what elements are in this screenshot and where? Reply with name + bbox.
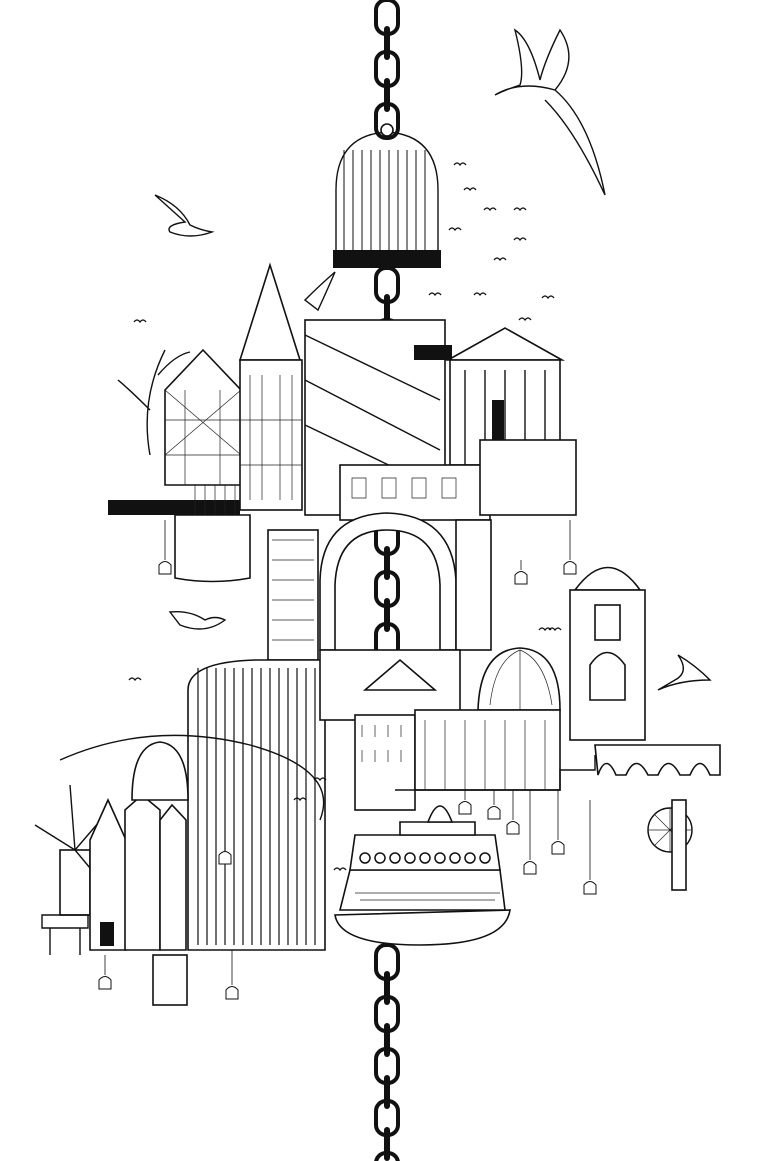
windmill-and-canal-houses xyxy=(34,734,325,1006)
hanging-cages xyxy=(98,520,597,1000)
small-bird xyxy=(428,292,442,297)
middle-buildings xyxy=(187,566,721,951)
small-cage xyxy=(158,561,172,575)
chain-link xyxy=(374,1151,400,1161)
small-cage xyxy=(583,881,597,895)
seagulls xyxy=(128,28,712,872)
small-bird xyxy=(313,777,327,782)
porthole xyxy=(419,852,431,864)
arch-gate xyxy=(267,512,492,661)
chain-link xyxy=(374,102,400,140)
small-cage xyxy=(563,561,577,575)
small-cage xyxy=(506,821,520,835)
gear-wheel xyxy=(647,799,693,891)
small-cage xyxy=(523,861,537,875)
small-cage xyxy=(514,571,528,585)
small-bird xyxy=(473,292,487,297)
ferry-ship xyxy=(334,805,511,946)
upper-buildings xyxy=(108,262,577,583)
porthole xyxy=(389,852,401,864)
small-bird xyxy=(453,162,467,167)
chain-link xyxy=(384,598,390,632)
porthole xyxy=(434,852,446,864)
small-bird xyxy=(541,295,555,300)
small-cage xyxy=(225,986,239,1000)
small-cage xyxy=(218,851,232,865)
porthole xyxy=(404,852,416,864)
chain-link xyxy=(384,78,390,112)
small-bird xyxy=(513,207,527,212)
birdcage xyxy=(333,123,441,268)
small-bird xyxy=(483,207,497,212)
small-bird xyxy=(548,627,562,632)
small-bird xyxy=(518,317,532,322)
small-bird xyxy=(463,187,477,192)
small-bird xyxy=(448,227,462,232)
porthole xyxy=(479,852,491,864)
small-bird xyxy=(128,677,142,682)
small-bird xyxy=(493,257,507,262)
small-cage xyxy=(98,976,112,990)
chain-link xyxy=(384,1127,390,1161)
porthole xyxy=(464,852,476,864)
porthole xyxy=(374,852,386,864)
porthole xyxy=(449,852,461,864)
small-cage xyxy=(458,801,472,815)
chain-link xyxy=(384,26,390,60)
small-bird xyxy=(333,867,347,872)
porthole xyxy=(359,852,371,864)
small-bird xyxy=(133,319,147,324)
small-bird xyxy=(538,627,552,632)
chain xyxy=(374,0,400,1161)
chain-link xyxy=(384,971,390,1005)
chain-link xyxy=(384,1075,390,1109)
chain-link xyxy=(384,1023,390,1057)
small-cage xyxy=(487,806,501,820)
small-bird xyxy=(513,237,527,242)
chain-link xyxy=(384,546,390,580)
small-cage xyxy=(551,841,565,855)
small-bird xyxy=(293,797,307,802)
